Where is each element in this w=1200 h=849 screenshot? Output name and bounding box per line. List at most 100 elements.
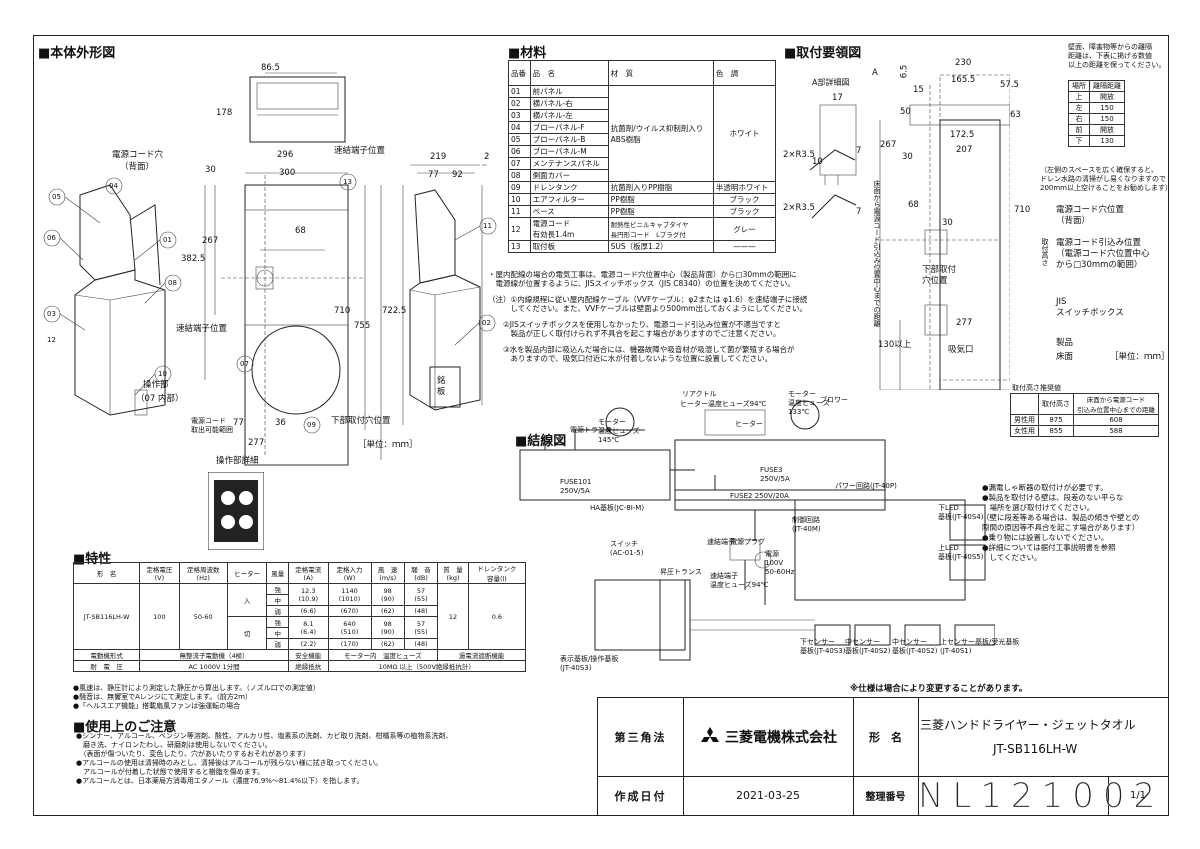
mat-no-07: 07 [508,157,531,170]
mat-h-name: 品 名 [529,60,609,86]
mat-name-11: ベース [529,205,609,218]
dim-219: 219 [430,152,447,162]
title-block: 第三角法 三菱電機株式会社 形 名 三菱ハンドドライヤー・ジェットタオル JT-… [597,697,1169,816]
w-motor-fuse2: モーター 温度ヒューズ 133℃ [788,390,830,416]
balloon-01: 01 [163,236,172,244]
mat-09-color: 半透明ホワイト [712,181,777,194]
mt-57-5: 57.5 [1000,80,1019,90]
feat-off-input: 640 (510) [327,616,372,639]
ht-h-0 [1010,393,1039,415]
mt-207: 207 [956,145,973,155]
mat-no-03: 03 [508,109,531,122]
mt-15: 15 [913,85,924,95]
mt-7a: 7 [856,146,862,156]
mat-no-12: 12 [508,217,531,241]
ht-female-h: 855 [1038,425,1074,437]
w-plug: 電源プラグ [730,538,765,546]
wiring-labels: 電源トランス モーター 温度ヒューズ 145℃ リアクトル ヒーター温度ヒューズ… [560,390,1019,680]
feat-motor-label: 電動機形式 [72,649,141,661]
w-power-circuit: パワー回路(JT-40P) [835,482,897,490]
operation-panel-icon [208,472,264,550]
ht-female: 女性用 [1010,425,1039,437]
balloon-07: 07 [240,360,249,368]
mt-172-5: 172.5 [950,130,975,140]
cl-bottom: 下 [1068,135,1090,147]
w-quick-term: 速結端子 [707,538,735,546]
th-noise: 騒 音 (dB) [403,562,439,584]
mt-r35-a: 2×R3.5 [783,150,815,160]
w-trans: 電源トランス [570,426,612,434]
balloon-10: 10 [158,370,167,378]
ht-male-d: 608 [1073,414,1159,426]
feat-on-strong: 強 [266,583,290,595]
mt-63: 63 [1010,110,1021,120]
cl-h-dist: 離隔距離 [1089,80,1125,92]
mat-no-08: 08 [508,169,531,182]
feat-on-weak-noise: (48) [403,605,439,617]
mat-white: ホワイト [712,85,777,182]
feat-off-current: 8.1 (6.4) [288,616,329,639]
mt-165-5: 165.5 [951,75,976,85]
dim-382-5: 382.5 [181,254,206,264]
w-control: 制御回路 (JT-40M) [792,516,821,533]
w-sensor-mid1: 中センサー 基板(JT-40S2) [845,638,891,655]
product-name: 三菱ハンドドライヤー・ジェットタオル [920,718,1136,732]
mt-jis: JIS スイッチボックス [1056,297,1124,318]
mt-50: 50 [900,107,911,117]
dim-178: 178 [216,108,233,118]
dim-77-b: 77 [233,418,244,428]
mat-h-no: 品番 [508,60,531,86]
clearance-note: 壁面、障害物等からの離隔 距離は、下表に掲げる数値 以上の距離を保ってください。 [1068,43,1166,69]
dim-277: 277 [248,438,265,448]
feat-motor-value: 無整流子電動機（4極） [139,649,290,661]
w-sensor-top: 上センサー基板/受光基板 (JT-40S1) [940,638,1020,655]
mt-230: 230 [955,58,972,68]
mat-abs: 抗菌剤/ウイルス抑制剤入り ABS樹脂 [607,85,714,182]
features-table: 形 名 定格電圧 (V) 定格周波数 (Hz) ヒーター 風量 定格電流 (A)… [72,562,527,672]
model-label: 形 名 [869,731,902,744]
feat-on-weak-speed: (62) [370,605,405,617]
mt-product: 製品 [1056,338,1074,348]
dim-92: 92 [452,170,463,180]
balloon-05: 05 [52,193,61,201]
mat-name-02: 横パネル-右 [529,97,609,110]
ref-label: 整理番号 [865,792,906,803]
ht-male: 男性用 [1010,414,1039,426]
model-number: JT-SB116LH-W [993,742,1078,756]
th-voltage: 定格電圧 (V) [139,562,180,584]
mat-11-material: PP樹脂 [607,205,714,218]
w-led-low: 下LED 基板(JT-40S4) [938,504,984,521]
dim-36: 36 [275,418,286,428]
mt-68: 68 [908,200,919,210]
feat-off-speed: 98 (90) [370,616,405,639]
balloon-06: 06 [47,234,56,242]
w-sensor-mid2: 中センサー 基板(JT-40S2) [892,638,938,655]
label-op-detail: 操作部詳細 [216,456,259,466]
mat-name-13: 取付板 [529,240,609,253]
feat-withstand-value: AC 1000V 1分間 [139,660,290,672]
note-indoor: ・屋内配線の場合の電気工事は、電源コード穴位置中心（製品背面）から□30mmの範… [488,270,797,288]
cl-h-place: 場所 [1068,80,1090,92]
date-value: 2021-03-25 [736,789,800,802]
mat-no-10: 10 [508,193,531,206]
label-conn-terminal: 速結端子位置 [334,146,386,156]
mat-no-01: 01 [508,85,531,98]
w-sensor-low: 下センサー 基板(JT-40S3) [800,638,846,655]
mat-name-04: ブローパネル-F [529,121,609,134]
mt-cord-pos: 電源コード穴位置 （背面） [1056,205,1125,226]
label-conn-terminal2: 速結端子位置 [176,324,228,334]
balloon-02: 02 [482,319,491,327]
w-motor-fuse: モーター 温度ヒューズ 145℃ [598,418,640,444]
balloon-09: 09 [307,421,316,429]
outline-drawing [43,72,497,466]
cl-top-v: 開放 [1089,91,1125,103]
feat-withstand-label: 耐 電 圧 [72,660,141,672]
ht-h-2: 床面から電源コード 引込み位置中心までの距離 [1073,393,1159,415]
w-power: 電源 100V 50-60Hz [765,550,795,576]
mat-no-05: 05 [508,133,531,146]
cl-front: 前 [1068,124,1090,136]
feat-insulation-label: 絶縁抵抗 [288,660,329,672]
w-display: 表示基板/操作基板 (JT-40S3) [560,655,619,672]
wiring-title: ■結線図 [515,434,567,449]
mt-130: 130以上 [878,340,912,350]
